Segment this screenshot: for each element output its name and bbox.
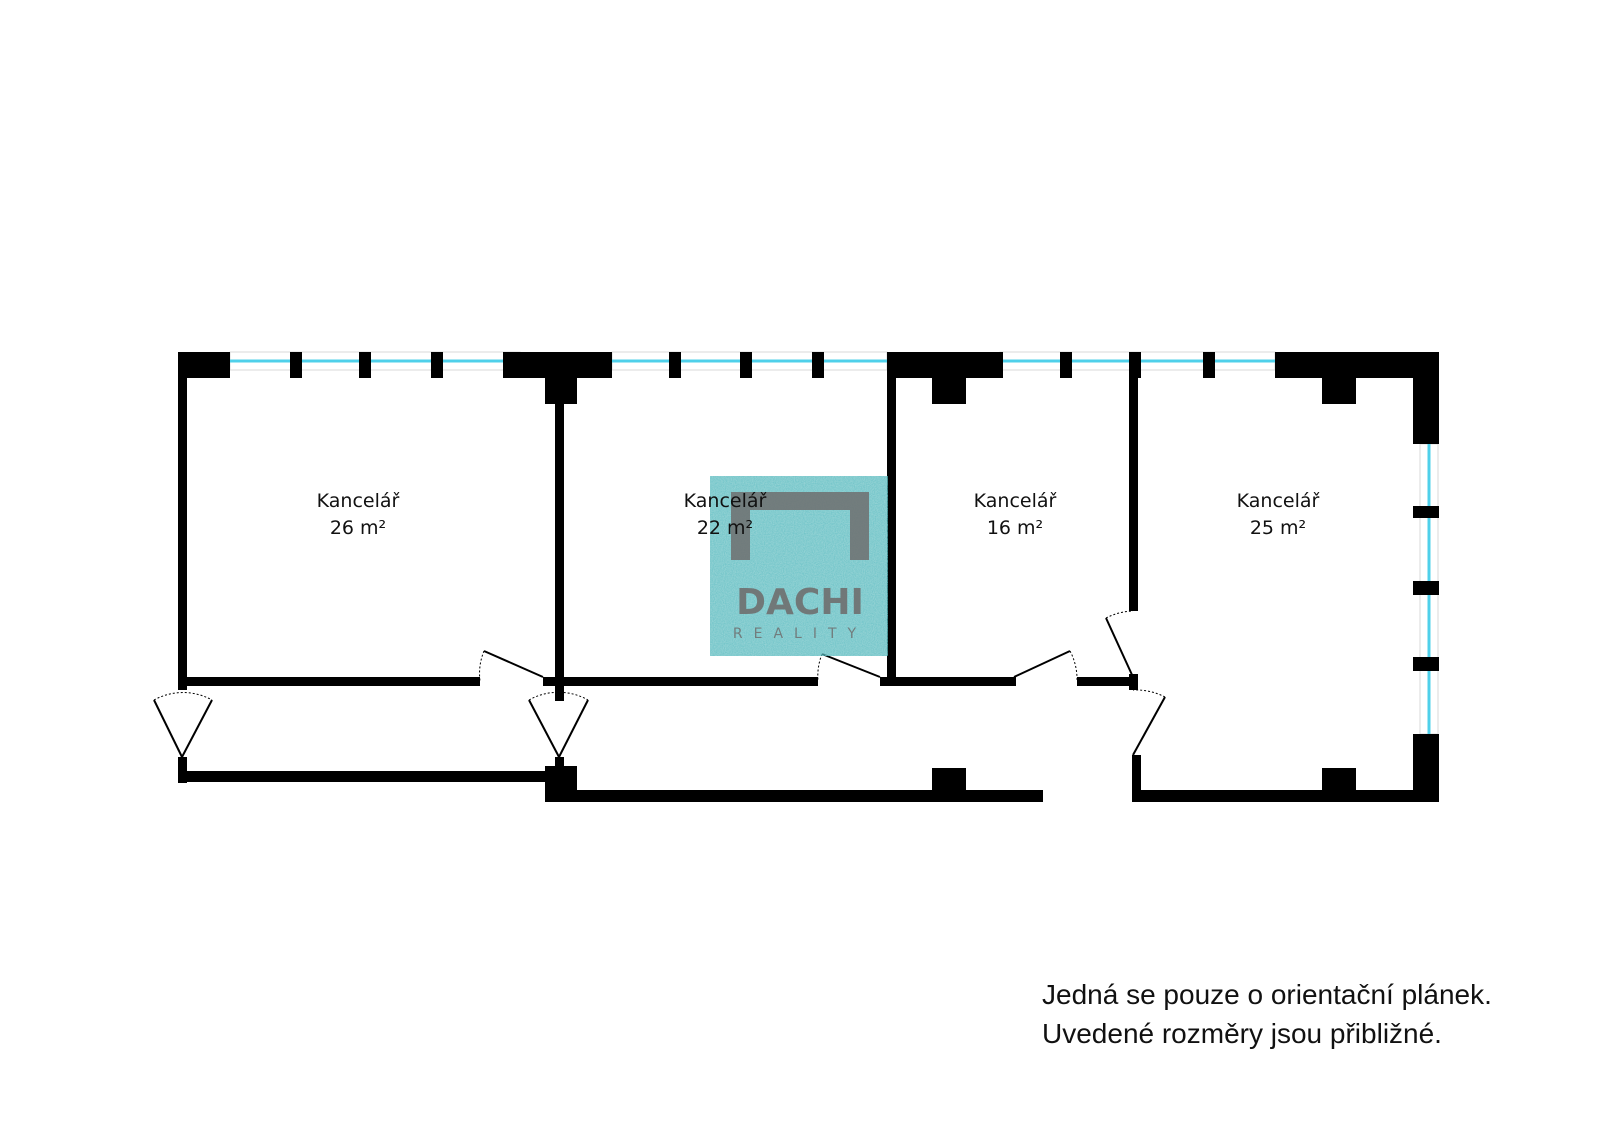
room-area: 22 m² — [696, 517, 754, 539]
room-name: Kancelář — [683, 490, 767, 512]
walls — [178, 352, 1439, 802]
doors — [153, 610, 1166, 758]
room-label-2: Kancelář 22 m² — [625, 488, 825, 542]
room-name: Kancelář — [973, 490, 1057, 512]
room-area: 26 m² — [329, 517, 387, 539]
disclaimer: Jedná se pouze o orientační plánek. Uved… — [1042, 975, 1492, 1053]
disclaimer-line-1: Jedná se pouze o orientační plánek. — [1042, 979, 1492, 1010]
watermark-logo: DACHI REALITY — [710, 476, 888, 656]
room-label-1: Kancelář 26 m² — [258, 488, 458, 542]
svg-text:DACHI: DACHI — [736, 582, 864, 623]
disclaimer-line-2: Uvedené rozměry jsou přibližné. — [1042, 1018, 1442, 1049]
room-label-3: Kancelář 16 m² — [915, 488, 1115, 542]
room-area: 16 m² — [986, 517, 1044, 539]
room-name: Kancelář — [316, 490, 400, 512]
room-label-4: Kancelář 25 m² — [1178, 488, 1378, 542]
room-name: Kancelář — [1236, 490, 1320, 512]
room-area: 25 m² — [1249, 517, 1307, 539]
svg-text:REALITY: REALITY — [733, 626, 867, 642]
